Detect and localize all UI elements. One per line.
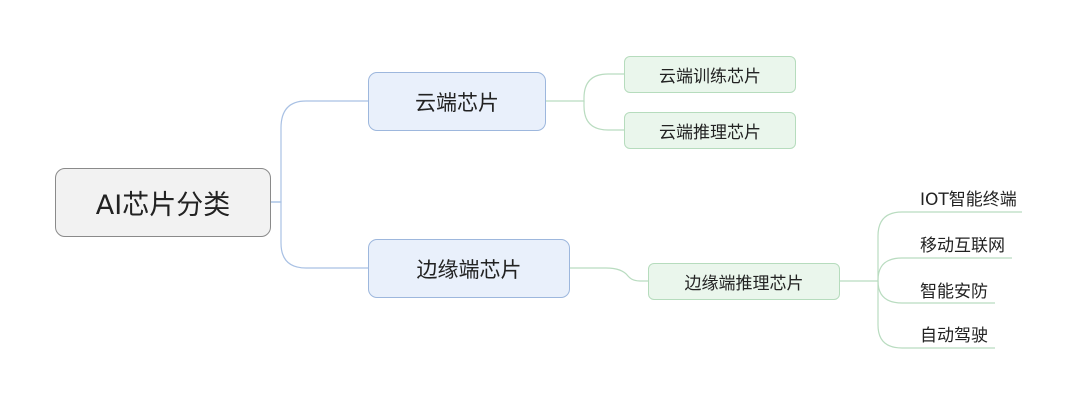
root-node[interactable]: AI芯片分类 xyxy=(55,168,271,237)
branch-node-cloud-chip[interactable]: 云端芯片 xyxy=(368,72,546,131)
connector-edge-inference xyxy=(570,267,648,282)
connector-root-cloud xyxy=(271,100,368,203)
connector-leaf-driving xyxy=(877,281,995,349)
sub-label: 云端推理芯片 xyxy=(659,123,761,143)
connector-root-edge xyxy=(271,201,368,269)
sub-node-edge-inference[interactable]: 边缘端推理芯片 xyxy=(648,263,840,300)
branch-label: 边缘端芯片 xyxy=(416,257,522,282)
sub-label: 云端训练芯片 xyxy=(659,67,761,87)
leaf-label: 移动互联网 xyxy=(920,236,1005,256)
root-label: AI芯片分类 xyxy=(95,190,231,221)
leaf-label: IOT智能终端 xyxy=(920,190,1017,210)
sub-node-cloud-training[interactable]: 云端训练芯片 xyxy=(624,56,796,93)
leaf-node-autonomous-driving[interactable]: 自动驾驶 xyxy=(920,325,988,347)
leaf-node-mobile-internet[interactable]: 移动互联网 xyxy=(920,235,1005,257)
leaf-label: 智能安防 xyxy=(920,282,988,302)
leaf-node-smart-security[interactable]: 智能安防 xyxy=(920,281,988,303)
sub-node-cloud-inference[interactable]: 云端推理芯片 xyxy=(624,112,796,149)
connector-cloud-training xyxy=(546,73,624,102)
connector-cloud-inference xyxy=(583,101,624,131)
leaf-label: 自动驾驶 xyxy=(920,326,988,346)
leaf-node-iot[interactable]: IOT智能终端 xyxy=(920,189,1017,211)
connector-leaf-iot xyxy=(840,211,1022,282)
sub-label: 边缘端推理芯片 xyxy=(684,274,804,294)
connector-leaf-mobile xyxy=(877,257,1012,281)
branch-node-edge-chip[interactable]: 边缘端芯片 xyxy=(368,239,570,298)
branch-label: 云端芯片 xyxy=(415,90,499,115)
